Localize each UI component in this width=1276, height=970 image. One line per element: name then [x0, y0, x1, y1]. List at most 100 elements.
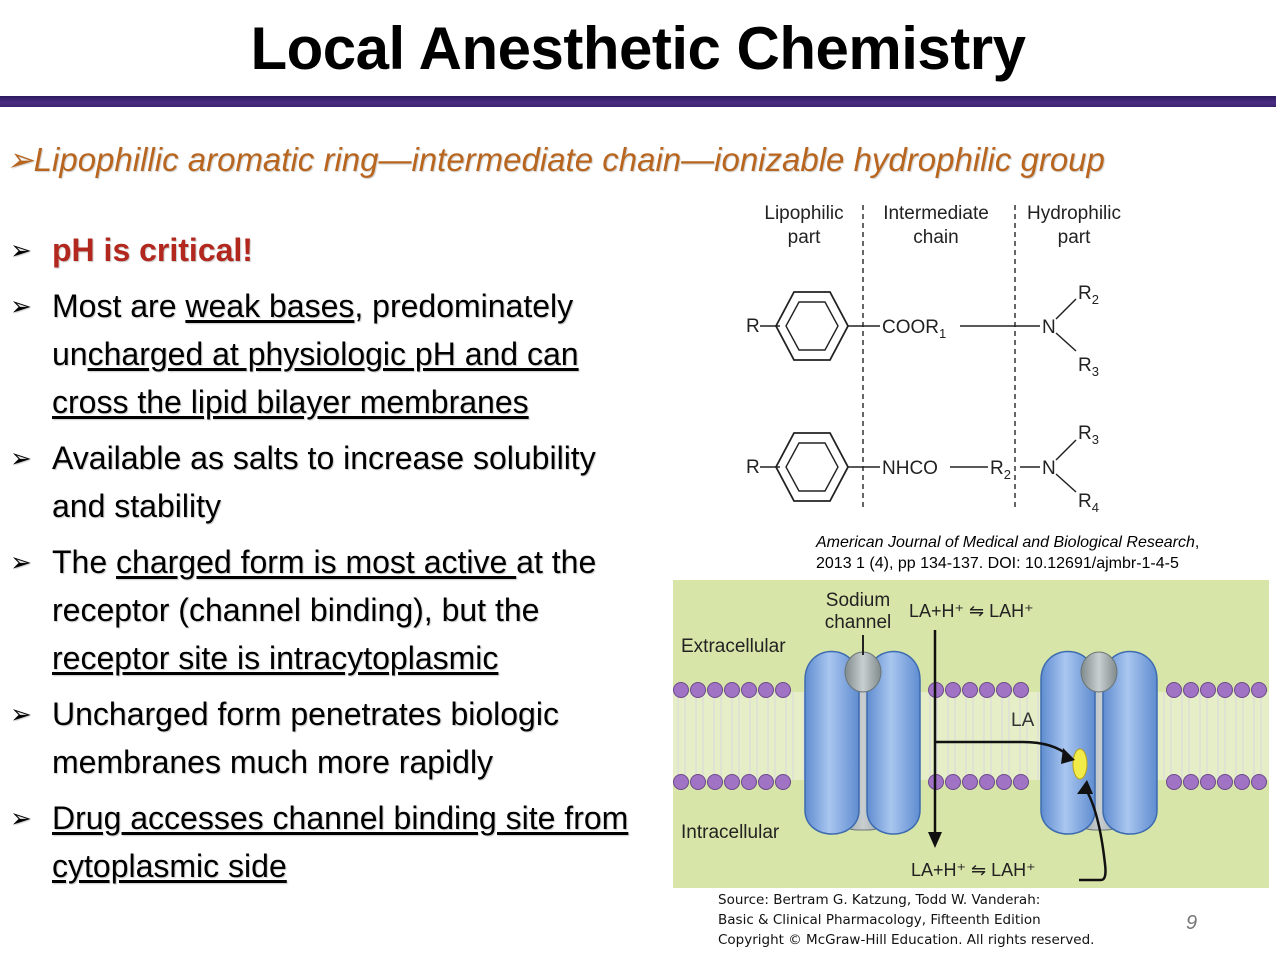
arrow-bullet-icon: ➢ — [6, 141, 34, 178]
lipid-head — [962, 774, 978, 790]
ester-nitrogen: N — [1042, 317, 1056, 338]
lipid-head — [673, 682, 689, 698]
lipid-head — [1251, 774, 1267, 790]
lipid-head — [724, 682, 740, 698]
page-number: 9 — [1186, 912, 1198, 934]
lipid-head — [1200, 682, 1216, 698]
lipid-head — [1234, 774, 1250, 790]
citation-journal: American Journal of Medical and Biologic… — [816, 534, 1195, 551]
lipid-head — [1200, 774, 1216, 790]
la-label: LA — [1011, 710, 1035, 731]
lipid-head — [1166, 774, 1182, 790]
citation-details: 2013 1 (4), pp 134-137. DOI: 10.12691/aj… — [816, 555, 1179, 572]
lipid-head — [758, 682, 774, 698]
bullet-text: The charged form is most active at the r… — [52, 544, 596, 676]
header-intermediate-line2: chain — [913, 227, 958, 248]
binding-site-icon — [1072, 748, 1088, 780]
subtitle-line: ➢Lipophillic aromatic ring—intermediate … — [6, 140, 1105, 179]
header-hydrophilic-line2: part — [1058, 227, 1091, 248]
lipid-head — [979, 774, 995, 790]
bullet-item: ➢ Uncharged form penetrates biologic memb… — [10, 690, 655, 786]
text-run: Uncharged form penetrates biologic membr… — [52, 696, 559, 780]
arrow-bullet-icon: ➢ — [10, 443, 32, 473]
arrow-bullet-icon: ➢ — [10, 291, 32, 321]
text-run: , predominately un — [52, 288, 574, 372]
lipid-head — [945, 774, 961, 790]
ester-structure: R COOR1 N R2 R3 — [746, 283, 1099, 379]
text-run: at the receptor (channel binding), but t… — [52, 544, 597, 628]
lipid-head — [741, 682, 757, 698]
lipid-head — [741, 774, 757, 790]
lipid-head — [758, 774, 774, 790]
lipid-bilayer — [673, 692, 1269, 780]
lipid-heads-bottom — [673, 774, 1267, 790]
underlined-text: charged at physiologic pH and can cross … — [52, 336, 579, 420]
local-anesthetic-structure-figure: Lipophilic part Intermediate chain Hydro… — [746, 203, 1121, 515]
lipid-head — [1217, 774, 1233, 790]
lipid-head — [707, 682, 723, 698]
lipid-head — [1166, 682, 1182, 698]
header-lipophilic-line2: part — [788, 227, 821, 248]
header-hydrophilic-line1: Hydrophilic — [1027, 203, 1121, 224]
lipid-head — [1183, 682, 1199, 698]
bullet-text: pH is critical! — [52, 232, 253, 268]
lipid-head — [690, 774, 706, 790]
amide-structure: R NHCO R2 N R3 R4 — [746, 423, 1099, 515]
lipid-head — [1013, 682, 1029, 698]
amide-link-label: NHCO — [882, 458, 938, 479]
citation: American Journal of Medical and Biologic… — [816, 534, 1200, 572]
underlined-text: receptor site is intracytoplasmic — [52, 640, 499, 676]
sodium-channel-membrane-figure: Sodium channel LA+H⁺ ⇋ LAH⁺ Extracellula… — [673, 580, 1269, 888]
ester-top-substituent: R2 — [1078, 283, 1099, 307]
lipid-head — [673, 774, 689, 790]
lipid-head — [1013, 774, 1029, 790]
amide-r-group: R — [746, 457, 760, 478]
lipid-heads-top — [673, 682, 1267, 698]
arrow-bullet-icon: ➢ — [10, 699, 32, 729]
bullet-text: Uncharged form penetrates biologic membr… — [52, 696, 559, 780]
text-run: Available as salts to increase solubilit… — [52, 440, 596, 524]
header-intermediate-line1: Intermediate — [883, 203, 989, 224]
sodium-label-line2: channel — [825, 612, 892, 633]
top-equilibrium-equation: LA+H⁺ ⇋ LAH⁺ — [909, 601, 1034, 621]
lipid-head — [996, 682, 1012, 698]
subtitle-text: Lipophillic aromatic ring—intermediate c… — [33, 141, 1105, 178]
title-divider — [0, 96, 1276, 107]
amide-mid-substituent: R2 — [990, 458, 1011, 482]
lipid-head — [945, 682, 961, 698]
source-line-3: Copyright © McGraw-Hill Education. All r… — [718, 932, 1095, 948]
underlined-text: weak bases — [185, 288, 355, 324]
lipid-head — [996, 774, 1012, 790]
text-run: The — [52, 544, 117, 580]
bullet-item: ➢ Most are weak bases, predominately unch… — [10, 282, 655, 426]
bullet-item: ➢ pH is critical! — [10, 226, 655, 274]
arrow-bullet-icon: ➢ — [10, 235, 32, 265]
lipid-head — [1251, 682, 1267, 698]
bullet-text: Most are weak bases, predominately uncha… — [52, 288, 579, 420]
lipid-head — [724, 774, 740, 790]
bottom-equilibrium-equation: LA+H⁺ ⇋ LAH⁺ — [911, 860, 1036, 880]
lipid-head — [775, 682, 791, 698]
bullet-item: ➢Drug accesses channel binding site from… — [10, 794, 655, 890]
text-run: Most are — [52, 288, 186, 324]
amide-bottom-substituent: R4 — [1078, 491, 1099, 515]
header-lipophilic-line1: Lipophilic — [764, 203, 843, 224]
text-run: pH is critical! — [52, 232, 253, 268]
bullet-item: ➢The charged form is most active at the … — [10, 538, 655, 682]
amide-benzene-ring-icon — [774, 432, 850, 502]
sodium-label-line1: Sodium — [826, 590, 890, 611]
amide-nitrogen: N — [1042, 458, 1056, 479]
lipid-head — [707, 774, 723, 790]
bullet-text: Available as salts to increase solubilit… — [52, 440, 596, 524]
lipid-head — [690, 682, 706, 698]
ester-link-label: COOR1 — [882, 317, 946, 341]
lipid-head — [962, 682, 978, 698]
lipid-head — [1183, 774, 1199, 790]
bullet-list: ➢ pH is critical! ➢ Most are weak bases, pr… — [10, 226, 655, 898]
underlined-text: Drug accesses channel binding site from … — [52, 800, 629, 884]
slide-title: Local Anesthetic Chemistry — [250, 15, 1027, 82]
source-line-1: Source: Bertram G. Katzung, Todd W. Vand… — [718, 892, 1041, 908]
underlined-text: charged form is most active — [116, 544, 517, 580]
lipid-head — [1234, 682, 1250, 698]
ester-bottom-substituent: R3 — [1078, 355, 1099, 379]
